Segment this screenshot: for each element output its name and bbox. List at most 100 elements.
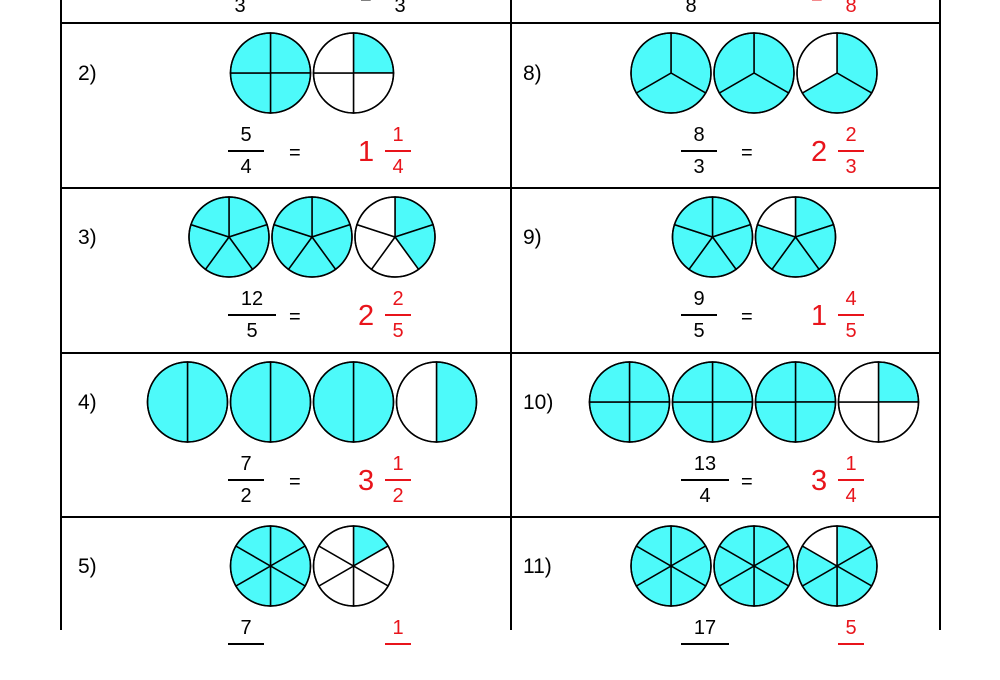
circle-outline xyxy=(312,32,395,114)
fraction-circles xyxy=(630,525,878,607)
fraction-circles xyxy=(188,196,436,278)
table-row-line-2 xyxy=(60,352,941,354)
mixed-numerator: 4 xyxy=(845,288,857,310)
fraction-denominator: 5 xyxy=(246,319,258,342)
fraction-circle xyxy=(229,361,312,443)
fraction-numerator: 7 xyxy=(240,453,252,475)
fraction-bar xyxy=(228,314,276,316)
fraction-circle xyxy=(630,32,712,114)
circle-outline xyxy=(713,32,795,114)
problem-number: 8) xyxy=(523,62,542,85)
problem-cell: 11) 17 5 xyxy=(511,516,962,680)
table-row-line-3 xyxy=(60,516,941,518)
circle-outline xyxy=(271,196,353,278)
fraction-circle xyxy=(588,361,671,443)
fraction-denominator: 5 xyxy=(693,319,705,342)
fraction-bar xyxy=(681,150,717,152)
table-divider-vertical xyxy=(510,0,512,630)
circle-outline xyxy=(754,196,837,278)
mixed-fraction-bar xyxy=(385,314,411,316)
fraction-bar xyxy=(681,479,729,481)
mixed-fraction-bar xyxy=(385,150,411,152)
mixed-denominator: 5 xyxy=(845,319,857,342)
equals-sign: = xyxy=(741,306,753,328)
circle-outline xyxy=(796,525,878,607)
table-border-right xyxy=(939,0,941,630)
mixed-whole-number: 1 xyxy=(811,300,828,332)
top-equals-sign: = xyxy=(360,0,372,10)
mixed-fraction-bar xyxy=(385,643,411,645)
circle-outline xyxy=(354,196,436,278)
fraction-numerator: 12 xyxy=(240,288,264,310)
problem-number: 4) xyxy=(78,391,97,414)
shaded-slice xyxy=(269,361,312,443)
fraction-numerator: 9 xyxy=(693,288,705,310)
fraction-circle xyxy=(395,361,478,443)
fraction-circle xyxy=(713,525,795,607)
problem-number: 11) xyxy=(523,555,552,578)
fraction-denominator: 2 xyxy=(240,484,252,507)
fraction-numerator: 7 xyxy=(240,617,252,639)
table-row-line-0 xyxy=(60,22,941,24)
problem-number: 2) xyxy=(78,62,97,85)
fraction-circle xyxy=(312,525,395,607)
fraction-circle xyxy=(671,361,754,443)
equals-sign: = xyxy=(741,142,753,164)
equals-sign: = xyxy=(289,306,301,328)
circle-outline xyxy=(630,525,712,607)
mixed-numerator: 1 xyxy=(845,453,857,475)
circle-outline xyxy=(754,361,837,443)
fraction-circle xyxy=(630,525,712,607)
mixed-numerator: 1 xyxy=(392,124,404,146)
table-border-left xyxy=(60,0,62,630)
fraction-circle xyxy=(796,525,878,607)
fraction-circles xyxy=(229,32,395,114)
mixed-fraction-part: 1 xyxy=(385,616,411,648)
equals-sign: = xyxy=(289,471,301,493)
fraction-circle xyxy=(312,361,395,443)
shaded-slice xyxy=(186,361,229,443)
circle-outline xyxy=(146,361,229,443)
mixed-fraction-bar xyxy=(838,643,864,645)
fraction-numerator: 17 xyxy=(693,617,717,639)
fraction-circle xyxy=(671,196,754,278)
mixed-numerator: 1 xyxy=(392,453,404,475)
circle-outline xyxy=(312,525,395,607)
mixed-denominator: 3 xyxy=(845,155,857,178)
top-answer-denominator: 3 xyxy=(394,0,406,17)
circle-outline xyxy=(837,361,920,443)
mixed-whole-number: 3 xyxy=(811,465,828,497)
mixed-whole-number: 1 xyxy=(358,136,375,168)
mixed-numerator: 2 xyxy=(392,288,404,310)
mixed-numerator: 1 xyxy=(392,617,404,639)
fraction-bar xyxy=(228,643,264,645)
fraction-circle xyxy=(837,361,920,443)
fraction-circle xyxy=(713,32,795,114)
mixed-denominator: 5 xyxy=(392,319,404,342)
mixed-whole-number: 3 xyxy=(358,465,375,497)
top-answer-denominator: 8 xyxy=(845,0,857,17)
circle-outline xyxy=(630,32,712,114)
worksheet: 3=38=82)54=1148)83=2233)125=2259)95=1454… xyxy=(60,0,962,645)
mixed-numerator: 5 xyxy=(845,617,857,639)
fraction-bar xyxy=(228,479,264,481)
fraction-circle xyxy=(796,32,878,114)
